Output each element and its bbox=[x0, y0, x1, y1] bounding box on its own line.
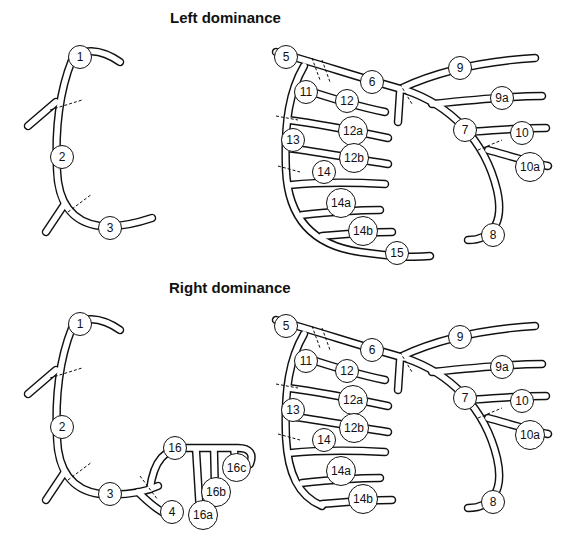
segment-number: 16c bbox=[227, 462, 246, 474]
segment-circle: 14 bbox=[312, 160, 336, 184]
segment-circle: 3 bbox=[98, 482, 122, 506]
segment-number: 15 bbox=[390, 247, 403, 259]
segment-circle: 4 bbox=[160, 500, 184, 524]
segment-number: 14 bbox=[317, 166, 330, 178]
segment-circle: 6 bbox=[360, 70, 384, 94]
segment-circle: 16a bbox=[188, 500, 218, 530]
segment-number: 2 bbox=[59, 421, 66, 433]
segment-number: 11 bbox=[300, 355, 312, 367]
segment-circle: 8 bbox=[481, 223, 505, 247]
segment-circle: 14b bbox=[348, 484, 378, 514]
panel-heading: Right dominance bbox=[169, 279, 291, 296]
segment-circle: 1 bbox=[68, 312, 92, 336]
segment-circle: 5 bbox=[274, 314, 298, 338]
segment-circle: 15 bbox=[385, 241, 409, 265]
segment-number: 5 bbox=[283, 320, 290, 332]
segment-circle: 14b bbox=[348, 216, 378, 246]
segment-number: 1 bbox=[77, 51, 84, 63]
segment-number: 11 bbox=[300, 86, 312, 98]
segment-circle: 10 bbox=[510, 121, 534, 145]
segment-number: 14b bbox=[353, 225, 373, 237]
segment-circle: 14a bbox=[326, 188, 356, 218]
segment-number: 9 bbox=[457, 331, 464, 343]
segment-number: 16 bbox=[168, 442, 181, 454]
segment-number: 12b bbox=[344, 422, 364, 434]
segment-number: 8 bbox=[490, 496, 497, 508]
segment-circle: 12a bbox=[338, 116, 368, 146]
segment-circle: 7 bbox=[453, 118, 477, 142]
segment-number: 12a bbox=[343, 394, 363, 406]
segment-number: 13 bbox=[286, 404, 299, 416]
segment-number: 14a bbox=[331, 197, 351, 209]
segment-circle: 12 bbox=[335, 89, 359, 113]
segment-number: 5 bbox=[283, 51, 290, 63]
segment-circle: 11 bbox=[294, 80, 318, 104]
segment-number: 12 bbox=[340, 95, 353, 107]
segment-circle: 14a bbox=[326, 456, 356, 486]
segment-circle: 5 bbox=[274, 45, 298, 69]
segment-number: 8 bbox=[490, 229, 497, 241]
segment-number: 9a bbox=[495, 361, 508, 373]
segment-circle: 12 bbox=[335, 359, 359, 383]
segment-circle: 9 bbox=[448, 325, 472, 349]
segment-number: 9 bbox=[457, 62, 464, 74]
segment-number: 1 bbox=[77, 318, 84, 330]
segment-circle: 12a bbox=[338, 385, 368, 415]
panel-heading: Left dominance bbox=[170, 9, 281, 26]
segment-number: 4 bbox=[169, 506, 176, 518]
segment-number: 3 bbox=[107, 222, 114, 234]
segment-number: 14b bbox=[353, 493, 373, 505]
segment-circle: 8 bbox=[481, 490, 505, 514]
segment-circle: 2 bbox=[50, 145, 74, 169]
segment-circle: 12b bbox=[339, 143, 369, 173]
segment-number: 16a bbox=[193, 509, 213, 521]
segment-circle: 6 bbox=[360, 338, 384, 362]
segment-number: 10 bbox=[515, 395, 528, 407]
segment-circle: 3 bbox=[98, 216, 122, 240]
segment-circle: 14 bbox=[312, 428, 336, 452]
segment-circle: 10a bbox=[515, 420, 545, 450]
segment-number: 10a bbox=[520, 161, 540, 173]
segment-circle: 11 bbox=[294, 349, 318, 373]
segment-number: 6 bbox=[369, 76, 376, 88]
segment-circle: 10 bbox=[510, 389, 534, 413]
segment-number: 12 bbox=[340, 365, 353, 377]
segment-number: 12b bbox=[344, 152, 364, 164]
segment-circle: 9a bbox=[490, 355, 514, 379]
segment-circle: 9 bbox=[448, 56, 472, 80]
segment-circle: 2 bbox=[50, 415, 74, 439]
segment-number: 9a bbox=[495, 92, 508, 104]
segment-number: 14a bbox=[331, 465, 351, 477]
segment-number: 7 bbox=[462, 392, 469, 404]
segment-number: 2 bbox=[59, 151, 66, 163]
segment-circle: 16 bbox=[163, 436, 187, 460]
segment-number: 14 bbox=[317, 434, 330, 446]
segment-number: 10 bbox=[515, 127, 528, 139]
segment-circle: 9a bbox=[490, 86, 514, 110]
segment-number: 12a bbox=[343, 125, 363, 137]
segment-circle: 16c bbox=[222, 453, 251, 482]
segment-circle: 1 bbox=[68, 45, 92, 69]
segment-circle: 13 bbox=[281, 128, 305, 152]
segment-number: 13 bbox=[286, 134, 299, 146]
segment-circle: 7 bbox=[453, 386, 477, 410]
segment-circle: 12b bbox=[339, 413, 369, 443]
segment-number: 3 bbox=[107, 488, 114, 500]
segment-number: 10a bbox=[520, 429, 540, 441]
segment-circle: 13 bbox=[281, 398, 305, 422]
segment-circle: 10a bbox=[515, 152, 545, 182]
segment-number: 7 bbox=[462, 124, 469, 136]
segment-number: 16b bbox=[206, 486, 226, 498]
segment-number: 6 bbox=[369, 344, 376, 356]
